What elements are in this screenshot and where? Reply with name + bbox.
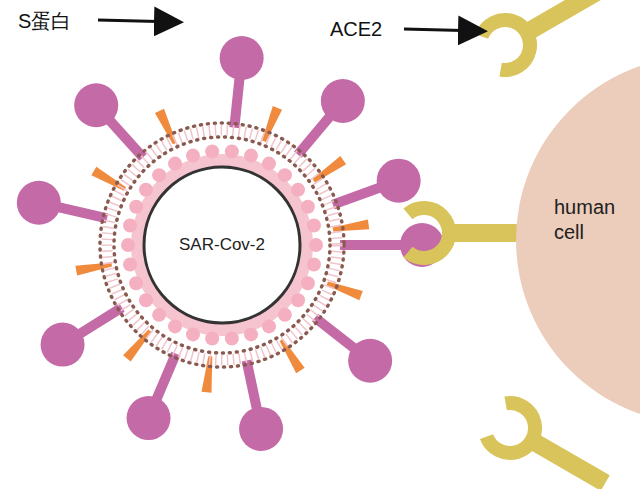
ace2-cup <box>479 11 540 75</box>
ace2-cup <box>408 208 449 258</box>
outline <box>516 56 640 424</box>
node-text: SAR-Cov-2 <box>140 234 304 255</box>
capsid-bump <box>186 149 200 163</box>
capsid-bump <box>301 200 315 214</box>
membrane-protein <box>280 339 305 373</box>
capsid-bump <box>168 157 182 171</box>
membrane-protein <box>155 109 177 145</box>
leader-arrow <box>404 29 482 31</box>
capsid-bump <box>139 293 153 307</box>
spike-head <box>74 83 118 127</box>
capsid-bump <box>262 319 276 333</box>
spike-head <box>377 159 421 203</box>
capsid-bump <box>301 276 315 290</box>
capsid-bump <box>139 183 153 197</box>
capsid-bump <box>278 168 292 182</box>
spike-head <box>41 323 85 367</box>
capsid-bump <box>121 238 135 252</box>
capsid-bump <box>129 276 143 290</box>
capsid-bump <box>291 183 305 197</box>
capsid-bump <box>225 331 239 345</box>
capsid-bump <box>262 157 276 171</box>
spike-head <box>17 181 61 225</box>
capsid-bump <box>225 145 239 159</box>
callout-label: ACE2 <box>330 18 382 41</box>
node-text: human cell <box>554 195 634 245</box>
membrane-outer <box>100 123 344 367</box>
capsid-bump <box>129 200 143 214</box>
capsid-band <box>131 154 313 336</box>
spike-head <box>127 396 171 440</box>
capsid-bump <box>123 258 137 272</box>
capsid-bump <box>291 293 305 307</box>
membrane-inner <box>114 137 330 353</box>
capsid-bump <box>152 168 166 182</box>
capsid-bump <box>186 327 200 341</box>
ace2-cup <box>484 398 545 462</box>
membrane-lipids <box>107 130 337 360</box>
virus-core: SAR-Cov-2 <box>140 163 304 327</box>
capsid-bump <box>307 258 321 272</box>
spike-head <box>348 339 392 383</box>
human-cell: human cell <box>515 55 640 425</box>
capsid-bump <box>168 319 182 333</box>
spike-head <box>239 407 283 451</box>
leader-arrow <box>98 20 178 22</box>
callout-label: S蛋白 <box>18 8 71 35</box>
capsid-bump <box>244 327 258 341</box>
membrane-proteins <box>75 106 369 393</box>
ace2-receptor <box>479 0 613 75</box>
spike-head <box>220 36 264 80</box>
capsid-bump <box>205 331 219 345</box>
capsid-bump <box>307 218 321 232</box>
capsid-bump <box>123 218 137 232</box>
capsid-ring <box>121 145 323 346</box>
membrane-protein <box>123 330 152 362</box>
capsid-bump <box>309 238 323 252</box>
capsid-bump <box>152 308 166 322</box>
capsid-bump <box>244 149 258 163</box>
membrane-protein <box>262 106 282 142</box>
spike-head <box>321 79 365 123</box>
capsid-bump <box>205 145 219 159</box>
spike-proteins <box>17 36 444 451</box>
ace2-receptor <box>484 398 618 489</box>
capsid-bump <box>278 308 292 322</box>
